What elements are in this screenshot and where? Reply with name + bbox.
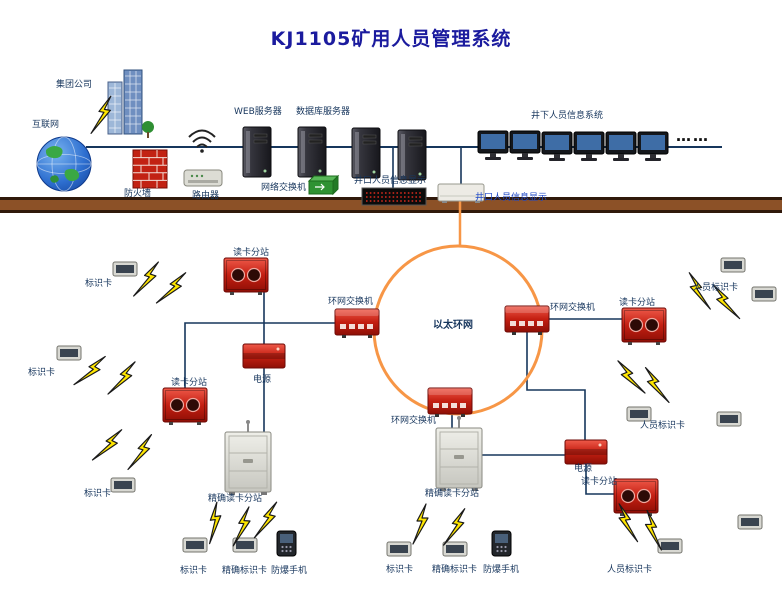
ring-network-switch-icon [504,305,550,336]
label-ellipsis: …… [676,127,710,145]
card-reader-substation-icon [162,387,208,426]
label-ring-switch: 环网交换机 [550,303,596,313]
underground-info-monitor-icon [637,131,669,162]
power-supply-icon [564,439,608,465]
underground-info-monitor-icon [605,131,637,162]
power-supply-icon [242,343,286,369]
label-wellhead-display: 井口人员信息显示 [475,193,548,203]
underground-info-monitor-icon [477,130,509,161]
lightning-icon [107,356,138,401]
firewall-icon [132,149,168,189]
label-id-card: 标识卡 [85,279,113,289]
label-personnel-id-card: 人员标识卡 [693,283,739,293]
ring-network-switch-icon [427,387,473,418]
database-server-icon [297,126,327,178]
label-id-card: 标识卡 [28,368,56,378]
lightning-icon [155,266,189,311]
personnel-id-card-icon [716,411,742,427]
personnel-id-card-icon [737,514,763,530]
label-explosion-proof-phone: 防爆手机 [483,565,520,575]
label-group-company: 集团公司 [56,80,93,90]
explosion-proof-phone-icon [276,530,297,557]
label-underground-info-system: 井下人员信息系统 [531,111,604,121]
led-display-icon [361,187,427,206]
ring-network-switch-icon [334,308,380,339]
precise-card-reader-substation-icon [435,415,483,492]
label-precise-id-card: 精确标识卡 [222,566,268,576]
lightning-icon [127,430,155,475]
wifi-signal-icon [188,129,216,153]
precise-id-card-icon [442,541,468,557]
label-card-reader: 读卡分站 [619,298,656,308]
label-web-server: WEB服务器 [234,107,282,117]
id-card-icon [182,537,208,553]
web-server-icon [242,126,272,178]
lightning-icon [644,509,662,552]
card-reader-substation-icon [223,257,269,296]
card-reader-substation-icon [613,478,659,517]
lightning-icon [615,355,646,400]
personnel-id-card-icon [751,286,777,302]
underground-info-monitor-icon [541,131,573,162]
id-card-icon [56,345,82,361]
lightning-icon [203,501,226,545]
label-personnel-id-card: 人员标识卡 [640,421,686,431]
label-router: 路由器 [192,191,220,201]
label-personnel-id-card: 人员标识卡 [607,565,653,575]
label-id-card: 标识卡 [386,565,414,575]
page-title: KJ1105矿用人员管理系统 [270,28,512,50]
company-buildings-icon [107,69,154,138]
label-database-server: 数据库服务器 [296,107,351,117]
label-id-card: 标识卡 [180,566,208,576]
label-ring-switch: 环网交换机 [328,297,374,307]
router-icon [183,169,223,187]
personnel-id-card-icon [720,257,746,273]
label-network-switch: 网络交换机 [261,183,307,193]
id-card-icon [110,477,136,493]
label-explosion-proof-phone: 防爆手机 [271,566,308,576]
network-switch-icon [307,174,340,196]
label-firewall: 防火墙 [124,189,152,199]
underground-info-monitor-icon [573,131,605,162]
label-wellhead-display: 井口人员信息显示 [354,176,427,186]
label-ethernet-ring: 以太环网 [433,320,473,331]
lightning-icon [91,423,125,468]
id-card-icon [112,261,138,277]
label-power: 电源 [574,464,593,474]
explosion-proof-phone-icon [491,530,512,557]
lightning-icon [133,257,161,302]
lightning-icon [412,503,429,545]
lightning-icon [642,363,670,408]
label-precise-card-reader: 精确读卡分站 [425,489,480,499]
personnel-id-card-icon [657,538,683,554]
underground-connection-lines [184,292,622,495]
label-ring-switch: 环网交换机 [391,416,437,426]
label-precise-card-reader: 精确读卡分站 [208,494,263,504]
label-precise-id-card: 精确标识卡 [432,565,478,575]
surface-interface-box-icon [437,183,485,203]
label-internet: 互联网 [32,120,60,130]
label-power: 电源 [253,375,272,385]
label-card-reader: 读卡分站 [233,248,270,258]
personnel-id-card-icon [626,406,652,422]
underground-info-monitor-icon [509,130,541,161]
label-id-card: 标识卡 [84,489,112,499]
internet-globe-icon [36,136,92,192]
label-card-reader: 读卡分站 [581,477,618,487]
server-icon [351,127,381,179]
id-card-icon [386,541,412,557]
lightning-icon [253,498,280,543]
server-icon [397,129,427,181]
card-reader-substation-icon [621,307,667,346]
label-card-reader: 读卡分站 [171,378,208,388]
